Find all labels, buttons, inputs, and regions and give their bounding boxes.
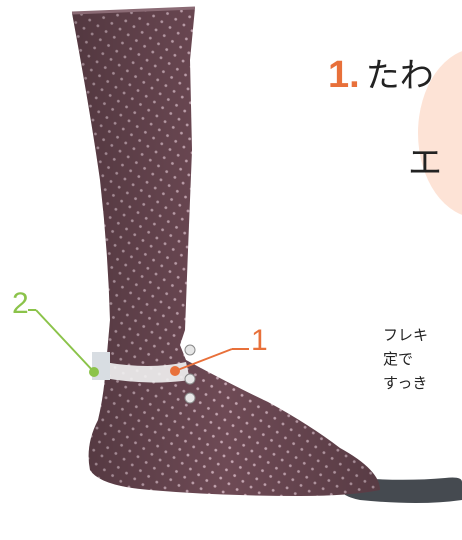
joint-screw-mid <box>184 373 196 385</box>
section-heading: 1.たわ <box>328 56 434 94</box>
heading-line2: エ <box>408 143 442 183</box>
callout-2-line <box>35 309 95 373</box>
description-line: フレキ <box>383 326 429 344</box>
callout-1-dot <box>170 366 180 376</box>
joint-screw-bottom <box>184 392 196 404</box>
ankle-strap-gap <box>104 362 190 383</box>
callout-2-dot <box>89 367 99 377</box>
heading-number: 1. <box>328 54 360 96</box>
callout-label-1: 1 <box>251 324 268 357</box>
description-text: フレキ 定で すっき <box>383 323 428 395</box>
joint-screw-top <box>184 344 196 356</box>
callout-label-2: 2 <box>12 287 29 320</box>
callout-1-line <box>174 348 233 372</box>
description-line: 定で <box>383 350 414 368</box>
heading-line1: たわ <box>365 56 434 96</box>
description-line: すっき <box>383 374 428 392</box>
